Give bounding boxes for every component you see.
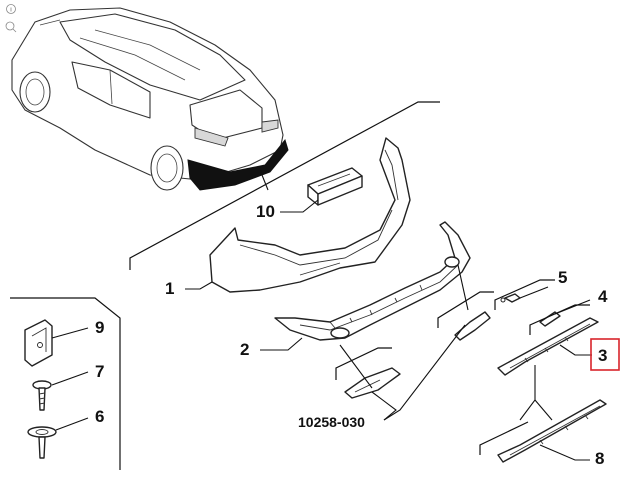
leader-3	[559, 344, 592, 356]
frame-reflector-right	[437, 291, 494, 328]
leader-7	[51, 371, 89, 386]
part-10-energy-absorber[interactable]	[307, 167, 363, 206]
part-5-clip[interactable]	[500, 293, 521, 303]
reference-code[interactable]: 10258-030	[298, 414, 365, 430]
frame-8	[479, 421, 529, 455]
assembly-frame	[129, 101, 440, 270]
callout-3[interactable]: 3	[598, 346, 607, 365]
highlight-box-3	[590, 338, 620, 371]
frame-reflector-left	[335, 347, 392, 380]
part-9-retainer[interactable]	[24, 319, 53, 367]
frame-5	[494, 279, 555, 310]
part-reflector-left[interactable]	[344, 367, 401, 399]
leader-2	[260, 337, 303, 351]
hardware-frame	[10, 297, 121, 470]
part-4-bracket[interactable]	[539, 311, 561, 327]
leader-car	[259, 169, 269, 191]
part-1-rear-bumper-upper[interactable]	[209, 137, 411, 293]
callout-9[interactable]: 9	[95, 318, 104, 337]
leader-ref-d	[457, 264, 469, 311]
leader-4	[554, 299, 591, 315]
part-8-sill-strip[interactable]	[497, 399, 607, 463]
leader-1	[185, 281, 213, 290]
leader-ref-b	[371, 391, 397, 421]
vehicle-illustration	[11, 7, 289, 191]
callout-10[interactable]: 10	[256, 202, 275, 221]
frame-4	[529, 304, 590, 335]
leader-5	[519, 286, 549, 299]
leader-3-8b	[534, 399, 553, 421]
leader-9	[51, 327, 89, 339]
info-icon[interactable]	[6, 4, 16, 14]
part-2-rear-bumper-lower[interactable]	[274, 221, 471, 341]
callout-5[interactable]: 5	[558, 268, 567, 287]
callout-7[interactable]: 7	[95, 362, 104, 381]
part-reflector-right[interactable]	[454, 311, 491, 341]
part-6-push-pin[interactable]	[27, 426, 57, 459]
leader-8	[539, 444, 590, 461]
leader-ref-a	[339, 344, 373, 389]
leader-3-8a	[519, 365, 536, 421]
part-3-side-strip[interactable]	[497, 317, 599, 376]
callout-8[interactable]: 8	[595, 449, 604, 468]
leader-6	[55, 417, 89, 431]
part-7-screw[interactable]	[32, 380, 52, 411]
callout-4[interactable]: 4	[598, 287, 608, 306]
callout-6[interactable]: 6	[95, 407, 104, 426]
callout-1[interactable]: 1	[165, 279, 174, 298]
leader-ref-c	[383, 324, 466, 421]
callout-2[interactable]: 2	[240, 340, 249, 359]
leader-10	[280, 199, 319, 213]
zoom-icon[interactable]	[5, 21, 17, 33]
